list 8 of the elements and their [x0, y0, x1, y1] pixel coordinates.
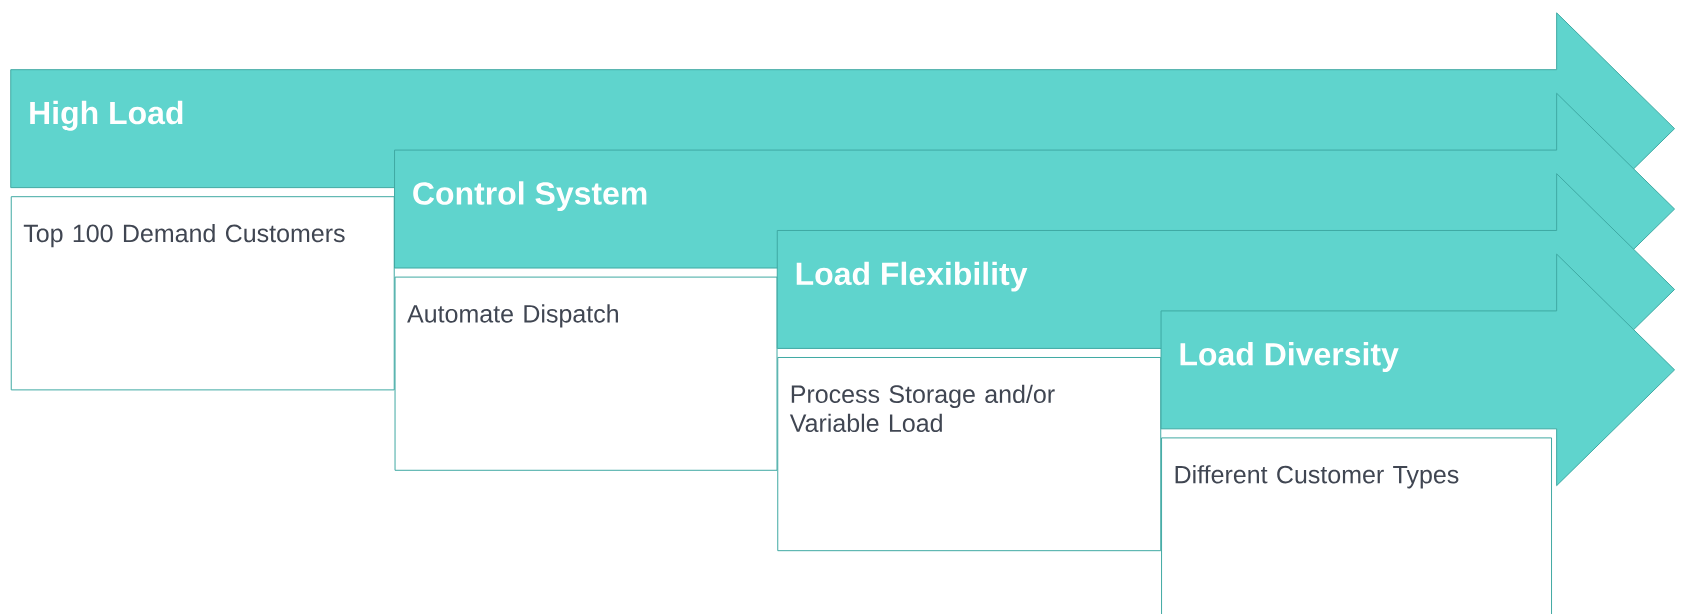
text-box: Process Storage and/or Variable Load	[777, 356, 1162, 552]
text-box: Top 100 Demand Customers	[10, 196, 395, 391]
text-box: Automate Dispatch	[394, 276, 778, 471]
node-label: Control System	[413, 181, 647, 211]
text-box: Different Customer Types	[1161, 437, 1553, 614]
node-label: High Load	[30, 100, 183, 131]
node-label: Load Diversity	[1180, 341, 1399, 372]
node-label: Load Flexibility	[796, 261, 1028, 292]
